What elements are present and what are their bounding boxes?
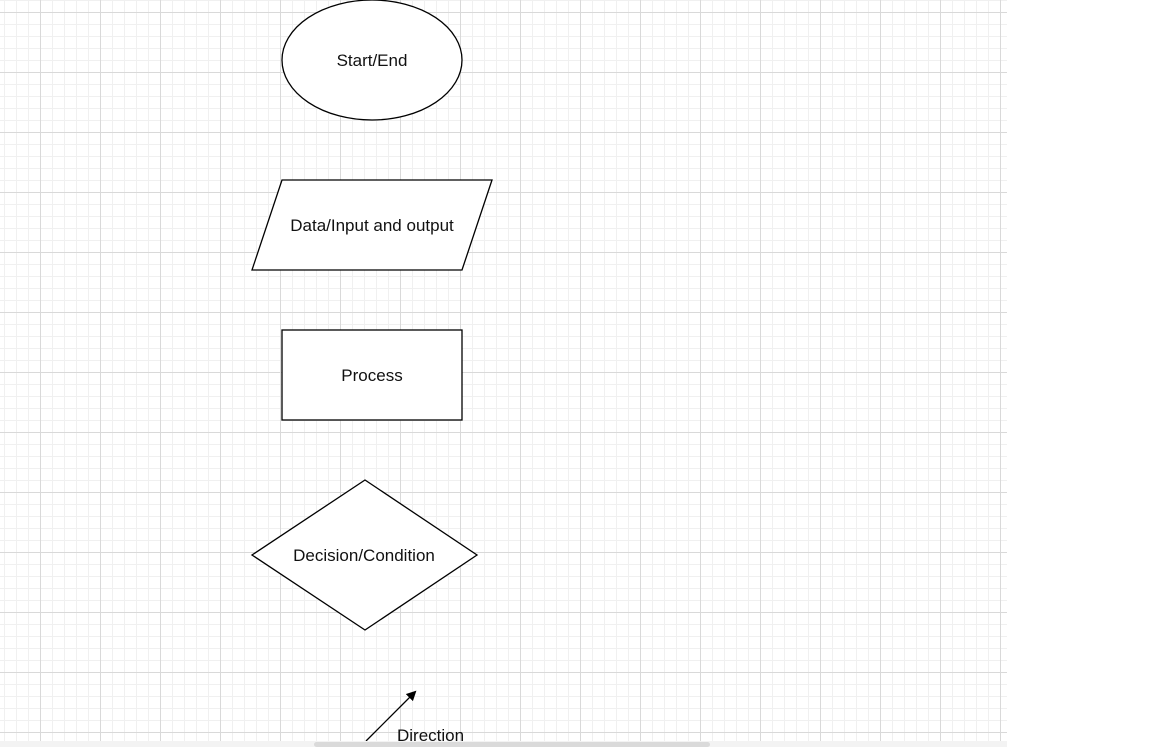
decision-shape[interactable]: Decision/Condition bbox=[250, 479, 479, 631]
process-label: Process bbox=[341, 366, 402, 385]
start-end-label: Start/End bbox=[337, 51, 408, 70]
direction-arrow[interactable]: Direction bbox=[365, 690, 464, 745]
horizontal-scrollbar-thumb[interactable] bbox=[314, 742, 710, 747]
start-end-shape[interactable]: Start/End bbox=[281, 0, 463, 121]
arrow-line bbox=[365, 690, 417, 742]
data-io-label: Data/Input and output bbox=[290, 216, 454, 235]
data-io-shape[interactable]: Data/Input and output bbox=[251, 179, 493, 271]
process-shape[interactable]: Process bbox=[281, 329, 463, 421]
canvas-outside-area bbox=[1007, 0, 1152, 747]
rectangle-outline bbox=[281, 329, 463, 421]
grid-canvas[interactable] bbox=[0, 0, 1007, 747]
diamond-outline bbox=[250, 479, 479, 631]
ellipse-outline bbox=[281, 0, 463, 121]
direction-label: Direction bbox=[397, 726, 464, 745]
decision-label: Decision/Condition bbox=[293, 546, 435, 565]
parallelogram-outline bbox=[251, 179, 493, 271]
